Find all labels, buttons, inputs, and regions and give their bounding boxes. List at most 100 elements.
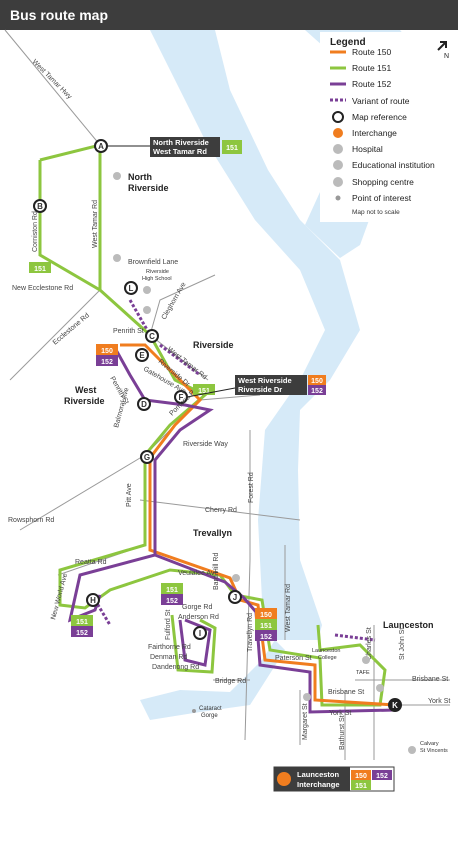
legend-shopping: Shopping centre xyxy=(352,177,414,187)
svg-text:151: 151 xyxy=(166,587,178,594)
svg-text:150: 150 xyxy=(101,348,113,355)
north-arrow-icon: N xyxy=(437,41,449,60)
legend-map-reference: Map reference xyxy=(352,112,407,122)
road-gorge-rd: Gorge Rd xyxy=(182,604,212,611)
ref-a: A xyxy=(94,139,108,153)
route-150-line xyxy=(120,343,396,707)
suburb-west-riverside-1: West xyxy=(75,385,96,395)
road-st-john-st: St John St xyxy=(399,628,406,660)
poi-cataract-gorge-1: Cataract xyxy=(199,706,222,712)
road-fairthorne-rd: Fairthorne Rd xyxy=(148,644,191,651)
legend-interchange: Interchange xyxy=(352,128,397,138)
road-travellyn-rd: Travellyn Rd xyxy=(247,613,254,652)
shopping-icon xyxy=(232,574,240,582)
route-151-trevallyn-loop xyxy=(170,614,217,674)
svg-text:Launceston: Launceston xyxy=(297,770,340,779)
legend-variant: Variant of route xyxy=(352,96,410,106)
svg-text:G: G xyxy=(144,453,150,462)
suburb-launceston: Launceston xyxy=(383,620,434,630)
road-rowsphorn-rd: Rowsphorn Rd xyxy=(8,517,54,524)
road-brisbane-st: Brisbane St xyxy=(328,689,364,696)
badge-151-travellyn: 151 xyxy=(255,619,277,630)
legend-educational: Educational institution xyxy=(352,160,435,170)
school-icon xyxy=(113,254,121,262)
svg-text:J: J xyxy=(233,593,237,602)
route-badges: 151 150 152 151 151 152 150 151 152 151 … xyxy=(29,262,277,641)
suburb-north-riverside-2: Riverside xyxy=(128,183,169,193)
road-paterson-st: Paterson St xyxy=(275,655,312,662)
badge-151-trevallyn: 151 xyxy=(161,583,183,594)
variant-route xyxy=(93,299,376,642)
ref-d: D xyxy=(137,397,151,411)
badge-150-penrith: 150 xyxy=(96,344,118,355)
school-riverside-high-1: Riverside xyxy=(146,269,169,275)
road-brisbane-st-east: Brisbane St xyxy=(412,676,448,683)
road-fulford-st: Fulford St xyxy=(165,610,172,640)
legend-route-152: Route 152 xyxy=(352,79,391,89)
svg-text:152: 152 xyxy=(76,630,88,637)
svg-text:North Riverside: North Riverside xyxy=(153,138,209,147)
circle-ring-icon xyxy=(332,111,344,123)
svg-text:L: L xyxy=(129,284,134,293)
poi-icons xyxy=(113,172,416,754)
road-bathurst-st: Bathurst St xyxy=(339,715,346,750)
road-forest-rd: Forest Rd xyxy=(248,472,255,503)
svg-text:Interchange: Interchange xyxy=(297,780,340,789)
badge-150-travellyn: 150 xyxy=(255,608,277,619)
map-title: Bus route map xyxy=(10,7,109,23)
school-icon xyxy=(303,693,311,701)
road-reatta-rd: Reatta Rd xyxy=(75,559,107,566)
road-corniston-rd: Corniston Rd xyxy=(32,211,39,252)
road-cleghorn-ave: Cleghorn Ave xyxy=(161,281,188,321)
callout-north-riverside: North Riverside West Tamar Rd 151 xyxy=(108,137,242,157)
poi-launceston-college-2: College xyxy=(318,655,337,661)
svg-text:West Tamar Rd: West Tamar Rd xyxy=(153,147,207,156)
road-penrith-st: Penrith St xyxy=(113,328,144,335)
road-ecclestone-rd: Ecclestone Rd xyxy=(52,312,91,346)
ref-h: H xyxy=(86,593,100,607)
callout-launceston-interchange: Launceston Interchange 150 152 151 xyxy=(273,766,395,792)
bus-icon xyxy=(333,128,343,138)
road-west-tamar-hwy: West Tamar Hwy xyxy=(31,58,74,101)
ref-j: J xyxy=(228,590,242,604)
school-riverside-high-2: High School xyxy=(142,276,172,282)
svg-text:E: E xyxy=(139,351,145,360)
badge-151-riverside: 151 xyxy=(193,384,215,395)
svg-text:151: 151 xyxy=(76,619,88,626)
suburb-labels: North Riverside Riverside West Riverside… xyxy=(64,172,434,630)
road-riverside-way: Riverside Way xyxy=(183,441,228,448)
legend-route-151: Route 151 xyxy=(352,63,391,73)
school-icon xyxy=(113,172,121,180)
road-bridge-rd: Bridge Rd xyxy=(215,678,246,685)
svg-text:I: I xyxy=(199,629,201,638)
ref-e: E xyxy=(135,348,149,362)
badge-152-travellyn: 152 xyxy=(255,630,277,641)
poi-cataract-gorge-2: Gorge xyxy=(201,713,218,719)
road-cherry-rd: Cherry Rd xyxy=(205,507,237,514)
badge-151-corniston: 151 xyxy=(29,262,51,273)
ref-l: L xyxy=(124,281,138,295)
river xyxy=(150,30,360,640)
svg-text:151: 151 xyxy=(260,623,272,630)
svg-text:151: 151 xyxy=(198,388,210,395)
road-west-tamar-rd: West Tamar Rd xyxy=(92,200,99,248)
svg-text:152: 152 xyxy=(101,359,113,366)
svg-text:N: N xyxy=(444,53,449,60)
legend-title: Legend xyxy=(330,37,366,48)
legend-hospital: Hospital xyxy=(352,144,383,154)
road-pitt-ave: Pitt Ave xyxy=(126,483,133,507)
road-margaret-st: Margaret St xyxy=(302,703,309,740)
poi-calvary-1: Calvary xyxy=(420,741,439,747)
svg-text:150: 150 xyxy=(311,378,323,385)
svg-text:152: 152 xyxy=(166,598,178,605)
hospital-icon xyxy=(333,144,343,154)
poi-dot-icon xyxy=(335,195,341,201)
svg-text:H: H xyxy=(90,596,96,605)
poi-dot xyxy=(192,709,196,713)
svg-text:152: 152 xyxy=(376,773,388,780)
road-new-world-ave: New World Ave xyxy=(50,573,69,621)
suburb-north-riverside-1: North xyxy=(128,172,152,182)
legend-scale-note: Map not to scale xyxy=(352,209,400,216)
